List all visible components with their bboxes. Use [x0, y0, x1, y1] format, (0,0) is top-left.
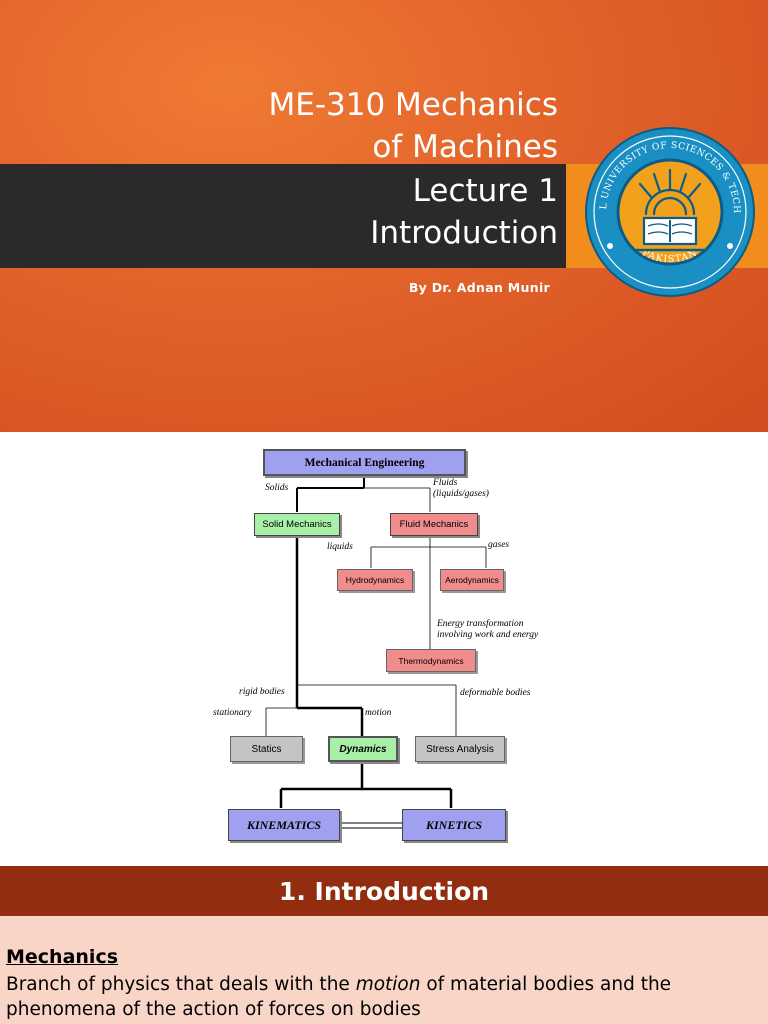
- node-dynamics: Dynamics: [328, 736, 398, 762]
- lecture-number: Lecture 1: [412, 173, 558, 209]
- node-kinetics: KINETICS: [402, 809, 506, 841]
- term-heading: Mechanics: [6, 946, 119, 968]
- title-slide: ME-310 Mechanics of Machines Lecture 1 I…: [0, 0, 768, 432]
- label-fluids: Fluids: [433, 478, 458, 488]
- university-seal-icon: NATIONAL UNIVERSITY OF SCIENCES & TECHNO…: [584, 126, 755, 297]
- diagram-connectors: [265, 475, 487, 829]
- title-band-dark: [0, 164, 566, 268]
- label-fluids-types: (liquids/gases): [433, 489, 489, 499]
- introduction-slide: 1. Introduction Mechanics Branch of phys…: [0, 866, 768, 1024]
- node-statics: Statics: [230, 736, 303, 762]
- label-solids: Solids: [265, 483, 289, 493]
- label-motion: motion: [365, 708, 392, 718]
- definition-text-start: Branch of physics that deals with the: [6, 974, 356, 995]
- author-byline: By Dr. Adnan Munir: [408, 280, 550, 295]
- label-stationary: stationary: [213, 708, 252, 718]
- label-gases: gases: [488, 540, 510, 550]
- lecture-topic: Introduction: [370, 215, 558, 251]
- node-stress-analysis: Stress Analysis: [415, 736, 505, 762]
- engineering-hierarchy-diagram: Mechanical Engineering Solid Mechanics F…: [0, 432, 768, 866]
- course-title-line2: of Machines: [372, 129, 558, 165]
- term-definition: Branch of physics that deals with the mo…: [6, 972, 762, 1022]
- course-title-line1: ME-310 Mechanics: [268, 87, 558, 123]
- label-deformable-bodies: deformable bodies: [460, 688, 531, 698]
- node-kinematics: KINEMATICS: [228, 809, 340, 841]
- node-solid-mechanics: Solid Mechanics: [254, 513, 340, 536]
- label-energy-1: Energy transformation: [437, 619, 524, 629]
- node-aerodynamics: Aerodynamics: [440, 569, 504, 591]
- node-fluid-mechanics: Fluid Mechanics: [390, 513, 478, 536]
- label-liquids: liquids: [327, 542, 353, 552]
- definition-text-end: of material bodies and the phenomena of …: [6, 974, 672, 1020]
- node-hydrodynamics: Hydrodynamics: [337, 569, 413, 591]
- section-header: 1. Introduction: [0, 866, 768, 916]
- node-thermodynamics: Thermodynamics: [386, 649, 476, 672]
- node-mechanical-engineering: Mechanical Engineering: [263, 449, 466, 476]
- label-energy-2: involving work and energy: [437, 630, 539, 640]
- label-rigid-bodies: rigid bodies: [239, 687, 285, 697]
- definition-emphasis: motion: [355, 974, 421, 995]
